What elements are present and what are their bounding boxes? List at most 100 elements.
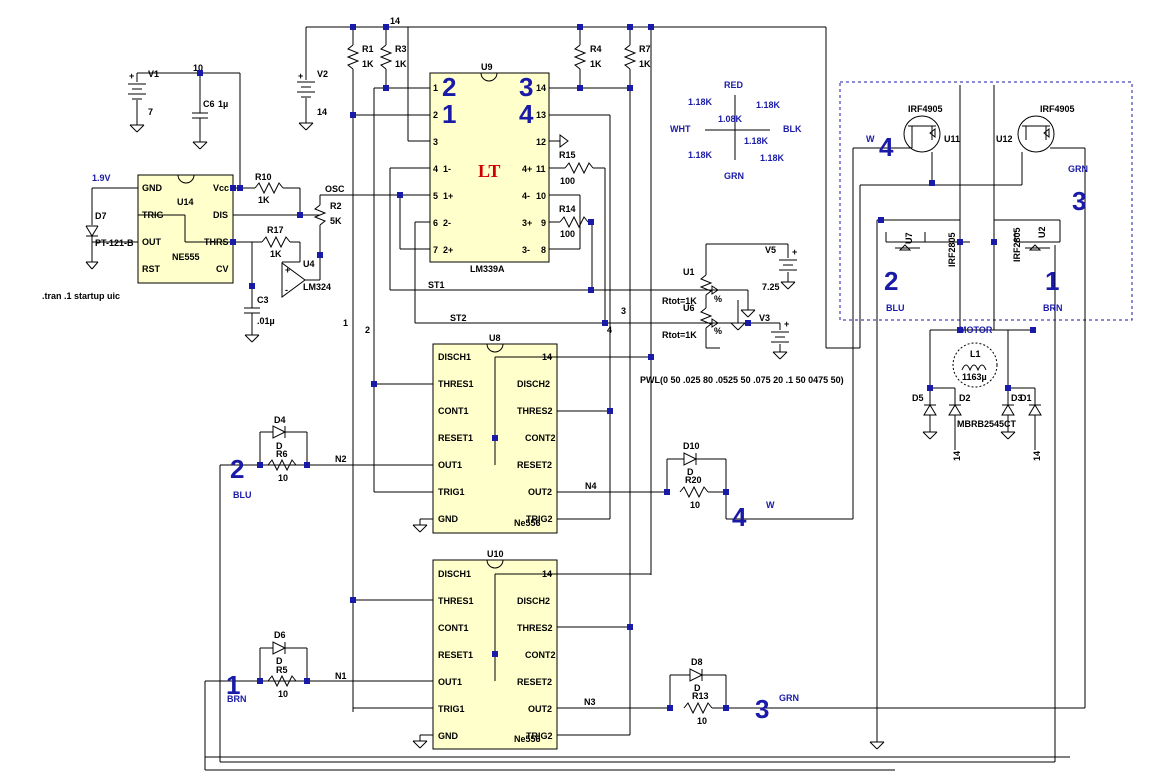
svg-text:MBRB2545CT: MBRB2545CT [957,419,1017,429]
svg-text:OUT: OUT [142,237,162,247]
svg-text:R7: R7 [639,44,651,54]
r2-label: R2 [330,201,342,211]
wire-color-legend: RED WHT BLK GRN 1.18K 1.18K 1.08K 1.18K … [670,80,802,181]
svg-text:RED: RED [724,80,744,90]
svg-text:10: 10 [536,191,546,201]
net-14-label: 14 [390,16,400,26]
svg-text:4+: 4+ [522,164,532,174]
svg-text:U7: U7 [904,232,914,244]
r17-label: R17 [267,225,284,235]
svg-text:10: 10 [278,473,288,483]
svg-text:THRES1: THRES1 [438,596,474,606]
svg-text:R4: R4 [590,44,602,54]
svg-text:D8: D8 [691,657,703,667]
svg-text:R20: R20 [685,475,702,485]
d7-photodiode: D7 PT-121-B [85,211,134,270]
junction-dots [197,24,1036,711]
big-1-bridge: 1 [1045,266,1059,296]
svg-text:%: % [714,294,722,304]
svg-text:D6: D6 [274,630,286,640]
svg-text:+: + [129,71,134,81]
spice-directive: .tran .1 startup uic [42,291,120,301]
svg-text:DIS: DIS [213,210,228,220]
svg-text:1: 1 [433,83,438,93]
svg-text:1K: 1K [590,59,602,69]
svg-text:1.18K: 1.18K [756,100,781,110]
svg-text:D4: D4 [274,415,286,425]
u4-opamp: + - U4 LM324 [281,255,331,298]
svg-text:WHT: WHT [670,124,691,134]
lt-logo-icon: LT [478,161,500,181]
svg-text:R6: R6 [276,449,288,459]
r17-value: 1K [270,249,282,259]
svg-text:6: 6 [433,218,438,228]
osc-label: OSC [325,184,345,194]
u9-big-3: 3 [519,72,533,102]
svg-text:D2: D2 [959,393,971,403]
svg-text:7.25: 7.25 [762,282,780,292]
c6-value: 1µ [218,99,228,109]
svg-text:OUT2: OUT2 [528,487,552,497]
svg-text:1-: 1- [443,164,451,174]
svg-text:N4: N4 [585,481,597,491]
svg-text:N2: N2 [335,454,347,464]
svg-text:GND: GND [438,514,459,524]
svg-text:14: 14 [1032,451,1042,461]
svg-text:W: W [866,134,875,144]
u4-type: LM324 [303,282,331,292]
svg-text:BRN: BRN [1043,303,1063,313]
svg-text:IRF2805: IRF2805 [947,232,957,267]
svg-text:R5: R5 [276,665,288,675]
svg-text:R15: R15 [559,150,576,160]
svg-text:D10: D10 [683,441,700,451]
svg-text:W: W [766,500,775,510]
svg-text:1.18K: 1.18K [760,153,785,163]
svg-text:D5: D5 [912,393,924,403]
svg-text:7: 7 [433,245,438,255]
svg-text:BLU: BLU [886,303,905,313]
svg-text:OUT2: OUT2 [528,704,552,714]
svg-text:D3: D3 [1011,393,1023,403]
u14-type: NE555 [172,252,200,262]
svg-text:10: 10 [690,500,700,510]
svg-text:U6: U6 [683,303,695,313]
svg-text:V5: V5 [765,245,776,255]
svg-text:8: 8 [541,245,546,255]
u9-big-1: 1 [442,99,456,129]
st1-label: ST1 [428,280,445,290]
svg-text:U2: U2 [1037,226,1047,238]
svg-text:TRIG2: TRIG2 [526,514,553,524]
big-1-brn: 1 [226,670,240,700]
big-4-w: 4 [732,502,747,532]
d8-r13-driver: D8 D R13 10 N3 [584,657,727,726]
r10-label: R10 [255,172,272,182]
st2-label: ST2 [450,313,467,323]
u9-lm339-chip: U9 LM339A 1 2 3 4 5 6 7 1- 1+ 2- 2+ 14 1… [429,62,550,274]
svg-text:RESET2: RESET2 [517,460,552,470]
svg-text:GND: GND [438,731,459,741]
svg-text:OUT1: OUT1 [438,460,462,470]
svg-text:R1: R1 [362,44,374,54]
svg-text:D: D [694,683,701,693]
v5-source: V5 7.25 + [762,244,797,292]
v2-value: 14 [317,107,327,117]
svg-text:1.18K: 1.18K [688,150,713,160]
svg-text:2-: 2- [443,218,451,228]
svg-text:1.18K: 1.18K [744,136,769,146]
d6-r5-driver: D6 D R5 10 N1 [259,630,433,699]
svg-text:MOTOR: MOTOR [959,325,993,335]
net-10-label: 10 [193,63,203,73]
svg-text:IRF4905: IRF4905 [908,104,943,114]
big-3-grn: 3 [755,694,769,724]
svg-text:D1: D1 [1020,393,1032,403]
svg-text:OUT1: OUT1 [438,677,462,687]
u9-type: LM339A [470,264,505,274]
svg-text:1K: 1K [395,59,407,69]
svg-text:N3: N3 [584,697,596,707]
svg-text:11: 11 [536,164,546,174]
d10-r20-driver: D10 D R20 10 N4 [585,441,727,510]
svg-text:D: D [276,656,283,666]
u11-pmos: IRF4905 U11 [853,85,961,330]
svg-text:GRN: GRN [779,693,799,703]
